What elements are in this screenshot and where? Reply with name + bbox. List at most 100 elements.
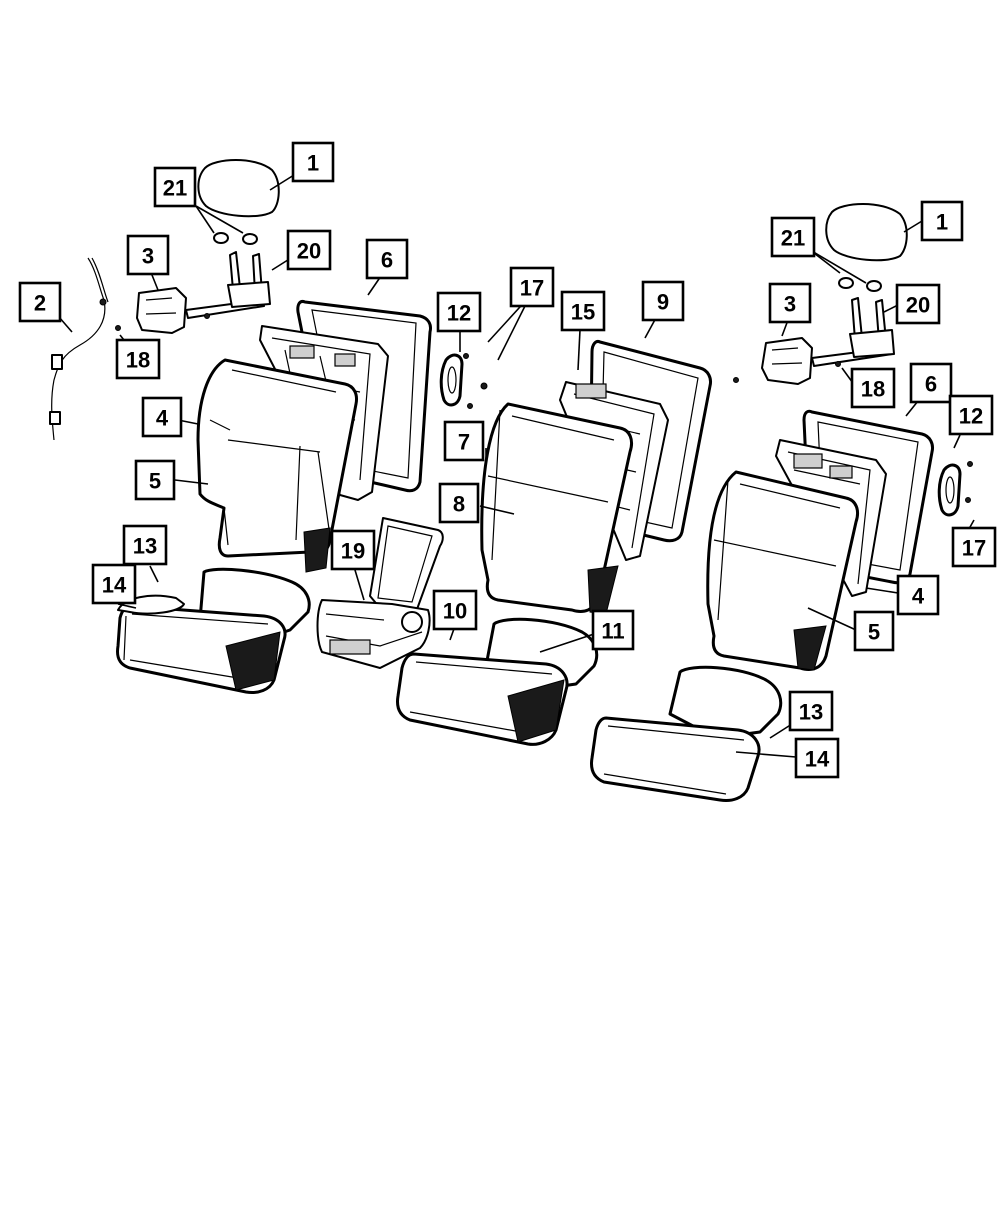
callout-box xyxy=(951,526,997,568)
callout-box xyxy=(896,574,940,616)
left-headrest-guides xyxy=(213,232,258,245)
callout-label: 18 xyxy=(861,377,885,402)
callout-7: 12 xyxy=(436,291,482,333)
callout-label: 14 xyxy=(805,747,830,772)
callout-label: 9 xyxy=(657,290,669,315)
center-seat-cushion xyxy=(396,617,599,746)
callout-box xyxy=(794,737,840,779)
callout-label: 11 xyxy=(601,619,624,644)
callout-label: 3 xyxy=(784,292,796,317)
callout-17: 19 xyxy=(330,529,376,571)
callout-28: 4 xyxy=(896,574,940,616)
callout-31: 14 xyxy=(794,737,840,779)
callout-label: 17 xyxy=(962,536,986,561)
callout-box xyxy=(436,291,482,333)
callout-box xyxy=(909,362,953,404)
callout-label: 8 xyxy=(453,492,465,517)
callout-label: 12 xyxy=(959,404,983,429)
callout-18: 10 xyxy=(432,589,478,631)
callout-25: 6 xyxy=(909,362,953,404)
callout-box xyxy=(291,141,335,183)
callout-box xyxy=(509,266,555,308)
callout-box xyxy=(560,290,606,332)
callout-label: 20 xyxy=(297,239,321,264)
callout-19: 11 xyxy=(591,609,635,651)
callout-label: 12 xyxy=(447,301,471,326)
callout-label: 7 xyxy=(458,430,470,455)
callout-30: 13 xyxy=(788,690,834,732)
callout-label: 5 xyxy=(868,620,880,645)
callout-label: 4 xyxy=(912,584,925,609)
callout-4: 2 xyxy=(18,281,62,323)
callout-0: 1 xyxy=(291,141,335,183)
callout-box xyxy=(330,529,376,571)
callout-23: 20 xyxy=(895,283,941,325)
callout-label: 19 xyxy=(341,539,365,564)
callout-box xyxy=(948,394,994,436)
callout-8: 17 xyxy=(509,266,555,308)
right-seat-back-cushion xyxy=(706,470,860,671)
callout-label: 14 xyxy=(102,573,127,598)
left-seat-cushion xyxy=(116,567,311,694)
callout-label: 21 xyxy=(163,176,187,201)
callout-label: 6 xyxy=(381,248,393,273)
callout-6: 6 xyxy=(365,238,409,280)
right-seat-cushion xyxy=(590,665,783,802)
callout-20: 1 xyxy=(920,200,964,242)
callout-label: 4 xyxy=(156,406,169,431)
callout-box xyxy=(122,524,168,566)
callout-13: 7 xyxy=(443,420,485,462)
callout-label: 10 xyxy=(443,599,467,624)
callout-label: 15 xyxy=(571,300,595,325)
callout-26: 12 xyxy=(948,394,994,436)
callout-box xyxy=(591,609,635,651)
callout-box xyxy=(134,459,176,501)
left-headrest-bracket xyxy=(115,251,271,334)
callout-22: 3 xyxy=(768,282,812,324)
callout-3: 20 xyxy=(286,229,332,271)
callout-21: 21 xyxy=(770,216,816,258)
callout-box xyxy=(91,563,137,605)
callout-9: 15 xyxy=(560,290,606,332)
callout-box xyxy=(920,200,964,242)
center-seat-assembly xyxy=(316,340,712,746)
callout-10: 9 xyxy=(641,280,685,322)
callout-label: 18 xyxy=(126,348,150,373)
callout-label: 1 xyxy=(936,210,948,235)
center-hinge-cover xyxy=(439,353,488,409)
callout-29: 5 xyxy=(853,610,895,652)
callout-box xyxy=(850,367,896,409)
callout-box xyxy=(365,238,409,280)
right-headrest-bracket xyxy=(733,297,895,385)
callout-box xyxy=(141,396,183,438)
left-seat-assembly xyxy=(49,159,432,694)
callout-box xyxy=(641,280,685,322)
callout-box xyxy=(286,229,332,271)
callout-5: 18 xyxy=(115,338,161,380)
callout-box xyxy=(895,283,941,325)
callout-box xyxy=(115,338,161,380)
callout-box xyxy=(788,690,834,732)
center-armrest xyxy=(316,517,444,669)
callout-label: 5 xyxy=(149,469,161,494)
callout-14: 8 xyxy=(438,482,480,524)
right-headrest xyxy=(825,203,908,262)
callout-label: 17 xyxy=(520,276,544,301)
callout-label: 13 xyxy=(133,534,157,559)
callout-box xyxy=(768,282,812,324)
left-release-cable xyxy=(49,257,109,441)
leader-lines xyxy=(58,174,975,758)
callout-label: 21 xyxy=(781,226,805,251)
callout-box xyxy=(438,482,480,524)
right-headrest-guides xyxy=(838,277,882,292)
callout-box xyxy=(770,216,816,258)
left-seat-back-cushion xyxy=(196,358,358,573)
callout-15: 13 xyxy=(122,524,168,566)
callout-label: 2 xyxy=(34,291,46,316)
callout-box xyxy=(18,281,62,323)
callout-label: 3 xyxy=(142,244,154,269)
callout-16: 14 xyxy=(91,563,137,605)
callout-box xyxy=(432,589,478,631)
